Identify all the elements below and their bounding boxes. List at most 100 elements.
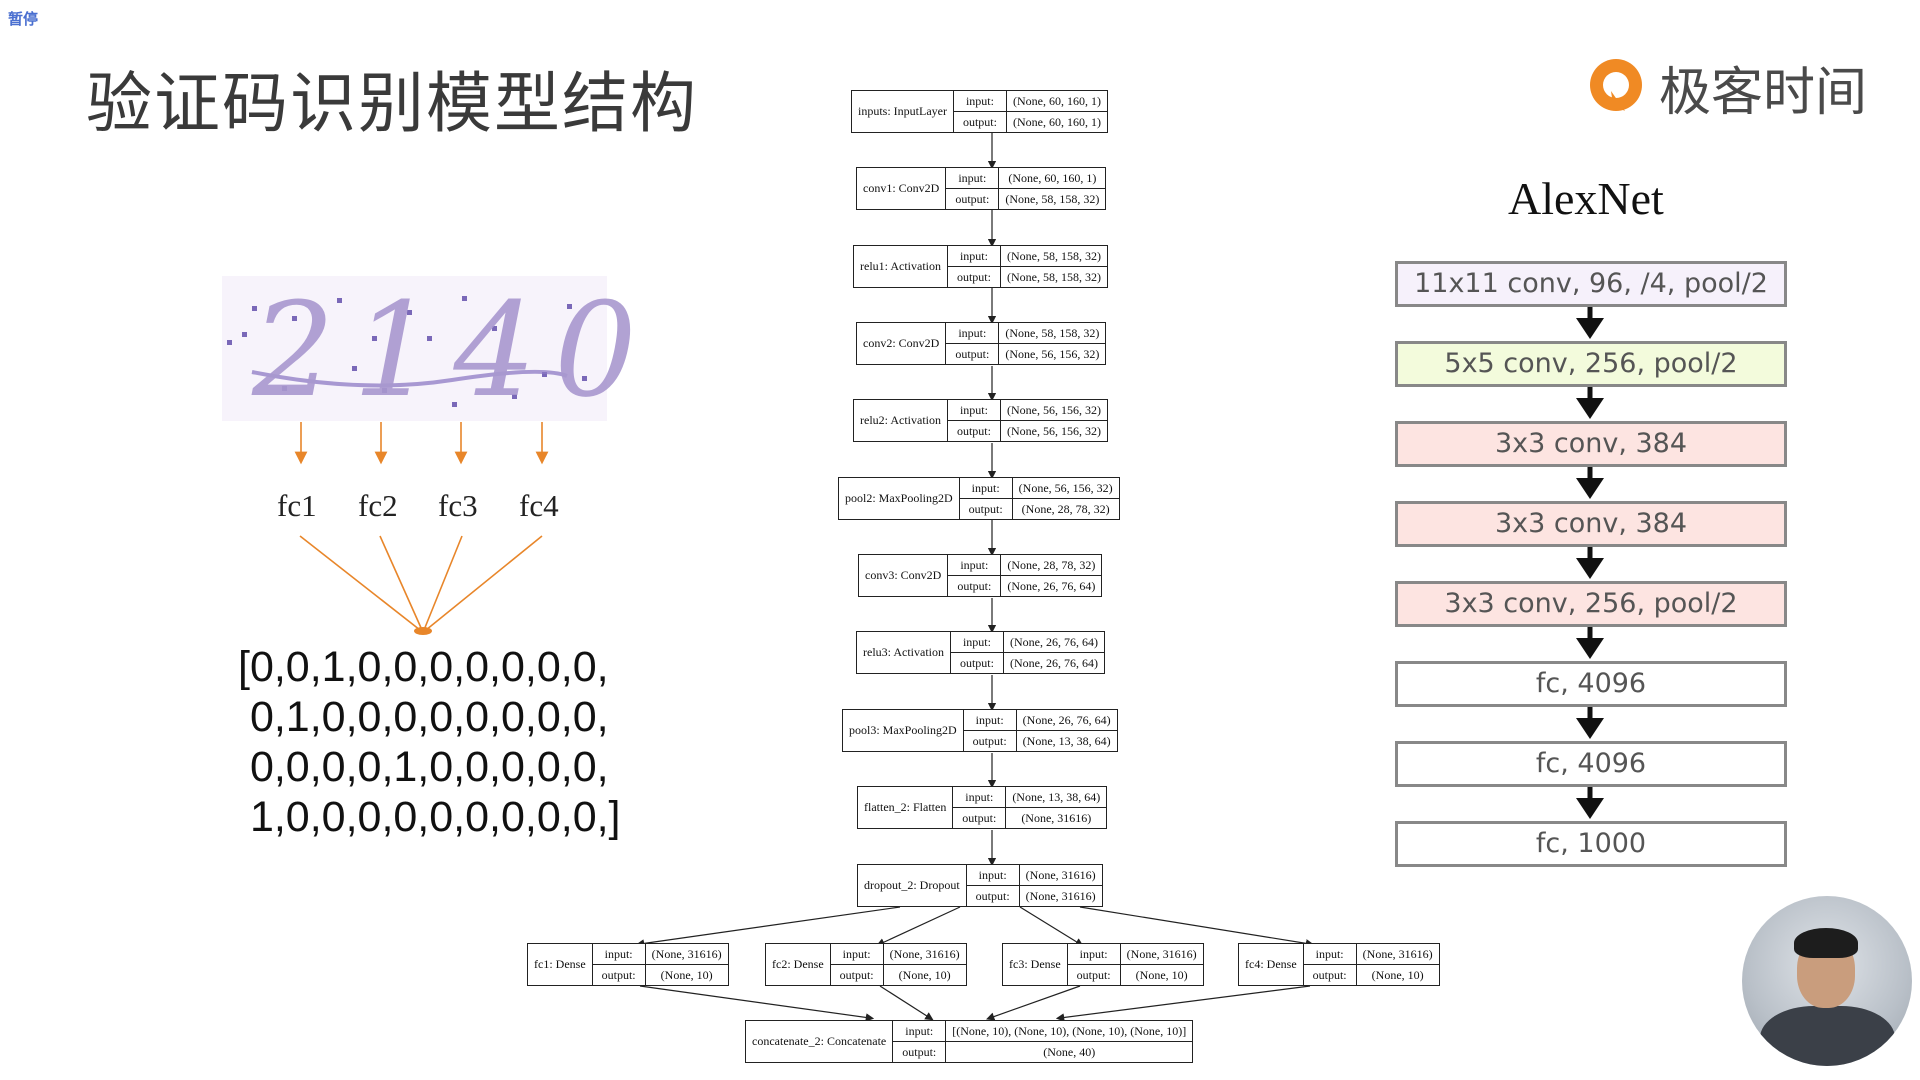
output-key: output: xyxy=(1068,965,1121,985)
input-shape: (None, 31616) xyxy=(1025,868,1096,882)
captcha-image: 2140 xyxy=(222,274,637,426)
output-shape: (None, 10) xyxy=(1135,968,1188,982)
pause-label[interactable]: 暂停 xyxy=(8,10,39,28)
presenter-hair xyxy=(1794,928,1858,958)
slide-title: 验证码识别模型结构 xyxy=(86,65,698,142)
alexnet-layer: 5x5 conv, 256, pool/2 xyxy=(1395,341,1787,387)
alexnet-layer: fc, 4096 xyxy=(1395,741,1787,787)
input-key: input: xyxy=(960,478,1013,498)
input-key: input: xyxy=(948,400,1001,420)
input-key: input: xyxy=(967,865,1020,885)
node-name: conv2: Conv2D xyxy=(857,323,947,364)
input-shape: (None, 56, 156, 32) xyxy=(1018,481,1113,495)
output-shape: (None, 31616) xyxy=(1025,889,1096,903)
fc4-label: fc4 xyxy=(519,488,559,523)
output-shape: (None, 10) xyxy=(1371,968,1424,982)
graph-node-conv2: conv2: Conv2D input:(None, 58, 158, 32) … xyxy=(856,322,1107,365)
node-name: conv3: Conv2D xyxy=(859,555,949,596)
output-key: output: xyxy=(948,421,1001,441)
output-shape: (None, 26, 76, 64) xyxy=(1007,579,1096,593)
graph-node-fc4: fc4: Dense input:(None, 31616) output:(N… xyxy=(1238,943,1440,986)
vector-line: 0,0,0,0,1,0,0,0,0,0, xyxy=(238,743,609,791)
brand-logo: 极客时间 xyxy=(1585,50,1867,125)
one-hot-vector: [0,0,1,0,0,0,0,0,0,0, 0,1,0,0,0,0,0,0,0,… xyxy=(238,642,621,842)
graph-node-fc3: fc3: Dense input: (None, 31616) output: (N… xyxy=(1002,943,1204,986)
output-shape: (None, 26, 76, 64) xyxy=(1009,656,1098,670)
graph-node-dropout: dropout_2: Dropout input:(None, 31616) o… xyxy=(857,864,1103,907)
input-shape: (None, 28, 78, 32) xyxy=(1007,558,1096,572)
graph-node-relu3: relu3: Activation input: (None, 26, 76, 6… xyxy=(856,631,1105,674)
input-shape: (None, 60, 160, 1) xyxy=(1008,171,1097,185)
input-shape: (None, 26, 76, 64) xyxy=(1009,635,1098,649)
output-shape: (None, 56, 156, 32) xyxy=(1005,347,1100,361)
input-key: input: xyxy=(1068,944,1121,964)
output-key: output: xyxy=(593,965,646,985)
presenter-webcam xyxy=(1742,896,1912,1066)
output-shape: (None, 10) xyxy=(898,968,951,982)
input-shape: (None, 60, 160, 1) xyxy=(1012,94,1101,108)
input-key: input: xyxy=(951,632,1004,652)
output-key: output: xyxy=(954,112,1007,132)
graph-node-flatten: flatten_2: Flatten input:(None, 13, 38, … xyxy=(857,786,1108,829)
output-key: output: xyxy=(948,576,1002,596)
graph-node-concatenate: concatenate_2: Concatenate input:[(None,… xyxy=(745,1020,1194,1063)
output-shape: (None, 31616) xyxy=(1021,811,1092,825)
alexnet-layer: 3x3 conv, 256, pool/2 xyxy=(1395,581,1787,627)
input-key: input: xyxy=(1304,944,1357,964)
alexnet-layer: 3x3 conv, 384 xyxy=(1395,421,1787,467)
vector-line: 0,1,0,0,0,0,0,0,0,0, xyxy=(238,693,609,741)
node-name: fc3: Dense xyxy=(1003,944,1068,985)
logo-icon xyxy=(1590,58,1642,111)
input-shape: (None, 58, 158, 32) xyxy=(1006,249,1101,263)
captcha-noise xyxy=(227,296,587,407)
output-key: output: xyxy=(946,344,1000,364)
graph-node-relu2: relu2: Activation input:(None, 56, 156, … xyxy=(853,399,1108,442)
input-shape: (None, 31616) xyxy=(1126,947,1197,961)
graph-node-relu1: relu1: Activation input:(None, 58, 158, … xyxy=(853,245,1108,288)
output-key: output: xyxy=(946,189,1000,209)
output-shape: (None, 56, 156, 32) xyxy=(1006,424,1101,438)
alexnet-title: AlexNet xyxy=(1508,173,1664,224)
node-name: fc1: Dense xyxy=(528,944,593,985)
node-name: pool3: MaxPooling2D xyxy=(843,710,964,751)
graph-node-pool3: pool3: MaxPooling2D input: (None, 26, 76,… xyxy=(842,709,1118,752)
input-shape: (None, 58, 158, 32) xyxy=(1005,326,1100,340)
alexnet-layer: 3x3 conv, 384 xyxy=(1395,501,1787,547)
output-key: output: xyxy=(893,1042,947,1062)
input-key: input: xyxy=(893,1021,947,1041)
node-name: concatenate_2: Concatenate xyxy=(746,1021,894,1062)
input-key: input: xyxy=(964,710,1017,730)
output-shape: (None, 28, 78, 32) xyxy=(1021,502,1110,516)
graph-node-conv3: conv3: Conv2D input: (None, 28, 78, 32) o… xyxy=(858,554,1103,597)
input-key: input: xyxy=(593,944,646,964)
presenter-body xyxy=(1760,1006,1895,1066)
input-key: input: xyxy=(954,91,1007,111)
graph-node-conv1: conv1: Conv2D input:(None, 60, 160, 1) o… xyxy=(856,167,1107,210)
output-key: output: xyxy=(951,653,1004,673)
input-shape: (None, 31616) xyxy=(889,947,960,961)
node-name: fc4: Dense xyxy=(1239,944,1304,985)
node-name: fc2: Dense xyxy=(766,944,831,985)
input-shape: (None, 31616) xyxy=(1362,947,1433,961)
output-key: output: xyxy=(964,731,1017,751)
alexnet-layer: fc, 4096 xyxy=(1395,661,1787,707)
input-key: input: xyxy=(953,787,1007,807)
output-shape: (None, 40) xyxy=(1043,1045,1096,1059)
output-key: output: xyxy=(967,886,1020,906)
input-shape: (None, 26, 76, 64) xyxy=(1022,713,1111,727)
output-shape: (None, 10) xyxy=(660,968,713,982)
captcha-text: 2140 xyxy=(252,274,655,426)
fc2-label: fc2 xyxy=(358,488,398,523)
graph-node-fc2: fc2: Dense input:(None, 31616) output:(N… xyxy=(765,943,967,986)
graph-node-inputs: inputs: InputLayer input:(None, 60, 160,… xyxy=(851,90,1108,133)
input-shape: (None, 13, 38, 64) xyxy=(1012,790,1101,804)
input-shape: (None, 31616) xyxy=(651,947,722,961)
input-key: input: xyxy=(948,555,1002,575)
output-key: output: xyxy=(953,808,1007,828)
vector-line: [0,0,1,0,0,0,0,0,0,0, xyxy=(238,643,609,691)
node-name: relu3: Activation xyxy=(857,632,951,673)
output-key: output: xyxy=(948,267,1001,287)
